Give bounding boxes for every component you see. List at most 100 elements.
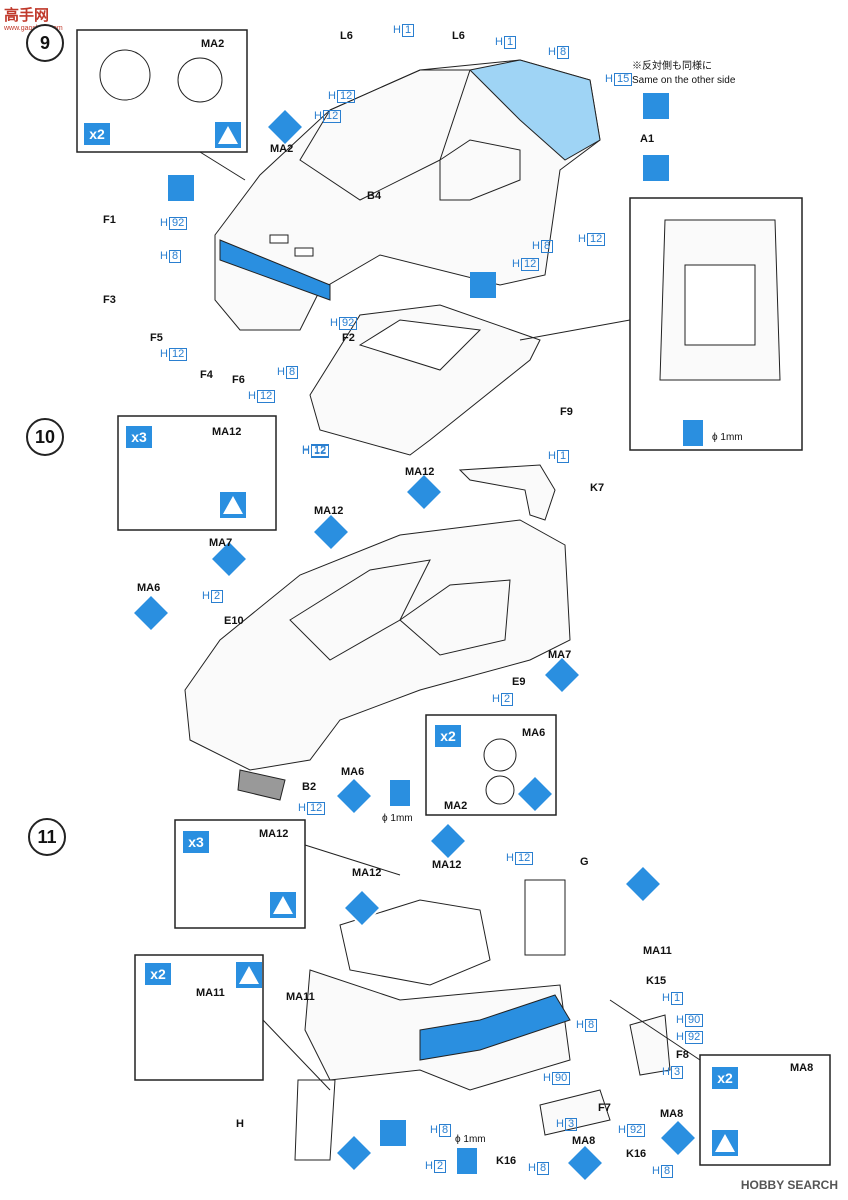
step9-front-grille <box>219 239 331 301</box>
step10-side-windows <box>399 579 511 656</box>
diamond-icon-6 <box>542 655 582 695</box>
step11-windshield-part <box>339 899 491 986</box>
step11-callout-line-3 <box>609 999 701 1061</box>
label-ma12-10a: MA12 <box>405 466 435 478</box>
label-e10: E10 <box>224 615 244 627</box>
label-ma12-10b: MA12 <box>314 505 344 517</box>
label-k16-a: K16 <box>496 1155 517 1167</box>
hole-note-3: ϕ 1mm <box>455 1134 486 1145</box>
step10-multiplier: x3 <box>126 426 152 448</box>
diamond-icon-12 <box>334 1133 374 1173</box>
diamond-icon-14 <box>658 1118 698 1158</box>
hobby-search-watermark: HOBBY SEARCH <box>740 1178 838 1192</box>
f9-hood-opening <box>358 319 482 371</box>
step11-taillights <box>419 994 571 1061</box>
diamond-icon-7 <box>334 776 374 816</box>
label-f9: F9 <box>560 406 573 418</box>
diamond-icon-10 <box>342 888 382 928</box>
label-ma7-b: MA7 <box>548 649 572 661</box>
step9-callout-line <box>519 319 631 341</box>
label-f7: F7 <box>598 1102 611 1114</box>
step-number-10: 10 <box>26 418 64 456</box>
label-f2: F2 <box>342 332 355 344</box>
diamond-icon-8 <box>515 774 555 814</box>
step-number-9: 9 <box>26 24 64 62</box>
diamond-icon-9 <box>428 821 468 861</box>
step9-rear-glass <box>468 59 601 161</box>
label-ma12-11b: MA12 <box>352 867 382 879</box>
ma2-part-b <box>177 57 223 103</box>
decal-icon-4 <box>380 1120 406 1146</box>
ma2-part-a <box>99 49 151 101</box>
step9-hood-vent-2 <box>294 247 314 257</box>
step9-multiplier: x2 <box>84 123 110 145</box>
label-f6: F6 <box>232 374 245 386</box>
step9-roof-opening <box>684 264 756 346</box>
decal-icon-3 <box>643 93 669 119</box>
hole-note-1: ϕ 1mm <box>712 432 743 443</box>
label-ma12-box-11: MA12 <box>259 828 289 840</box>
step10-windshield <box>289 559 431 661</box>
step11-multiplier: x3 <box>183 831 209 853</box>
drill-icon-3 <box>643 155 669 181</box>
label-l6-b: L6 <box>452 30 465 42</box>
drill-icon-1 <box>683 420 703 446</box>
label-ma2-box: MA2 <box>201 38 225 50</box>
step10-car-body <box>184 519 571 771</box>
label-ma12-box-10: MA12 <box>212 426 242 438</box>
label-f4: F4 <box>200 369 213 381</box>
label-h: H <box>236 1118 244 1130</box>
other-side-note-jp: ※反対側も同様に <box>632 61 712 72</box>
label-ma12-11a: MA12 <box>432 859 462 871</box>
step11-ma8-multiplier: x2 <box>712 1067 738 1089</box>
label-f1: F1 <box>103 214 116 226</box>
ma6-ring <box>483 738 517 772</box>
diamond-icon-11 <box>623 864 663 904</box>
step9-box-pointer <box>199 151 246 181</box>
label-ma2: MA2 <box>270 143 294 155</box>
drill-icon-4 <box>457 1148 477 1174</box>
label-f3: F3 <box>103 294 116 306</box>
diamond-icon-1 <box>265 107 305 147</box>
label-ma6-b: MA6 <box>341 766 365 778</box>
label-ma8-inset: MA8 <box>790 1062 814 1074</box>
hole-note-2: ϕ 1mm <box>382 813 413 824</box>
diamond-icon-13 <box>565 1143 605 1183</box>
f7-lamp <box>539 1089 611 1136</box>
label-ma7-a: MA7 <box>209 537 233 549</box>
label-k16-b: K16 <box>626 1148 647 1160</box>
label-ma2-inset: MA2 <box>444 800 468 812</box>
ma2-disc <box>485 775 515 805</box>
diamond-icon-3 <box>131 593 171 633</box>
drill-icon-2 <box>390 780 410 806</box>
label-ma8-b: MA8 <box>572 1135 596 1147</box>
label-ma11-box: MA11 <box>196 987 225 999</box>
label-b4: B4 <box>367 190 382 202</box>
step10-inset-multiplier: x2 <box>435 725 461 747</box>
diamond-icon-2 <box>209 539 249 579</box>
